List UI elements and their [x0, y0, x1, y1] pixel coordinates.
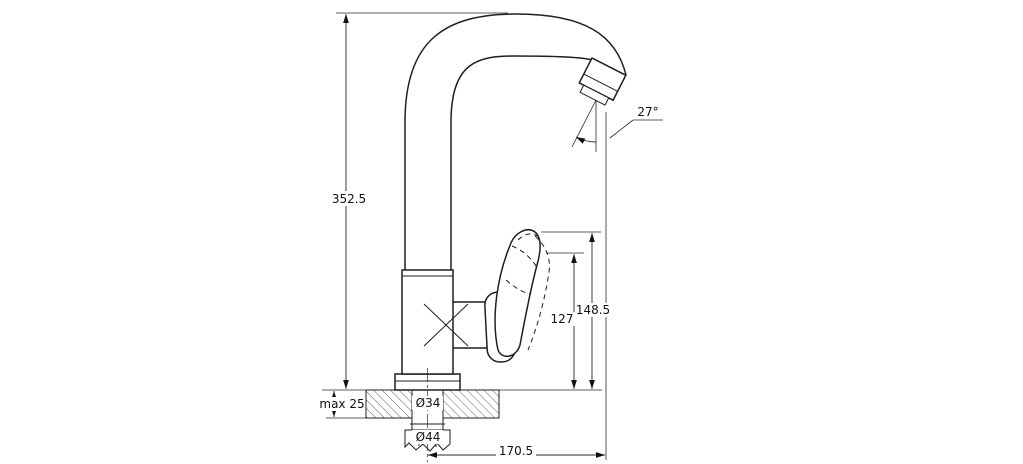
dim-max-thickness-label: max 25 — [319, 397, 365, 411]
handle-lever — [494, 229, 541, 357]
dim-spout-reach-label: 170.5 — [496, 444, 536, 458]
handle-height-value: 148.5 — [576, 303, 610, 317]
spout-reach-value: 170.5 — [499, 444, 533, 458]
spout-angle-value: 27° — [637, 105, 658, 119]
max-thickness-value: max 25 — [319, 397, 364, 411]
spout-tip — [578, 56, 627, 106]
outlet-height-value: 127 — [551, 312, 574, 326]
dim-spout-angle-label: 27° — [637, 105, 658, 119]
overall-height-value: 352.5 — [332, 192, 366, 206]
dim-overall-height-label: 352.5 — [331, 191, 367, 206]
mounting-surface-hatch-left — [365, 389, 412, 419]
dim-shank-diameter-label: Ø34 — [412, 396, 443, 410]
dim-nut-diameter-label: Ø44 — [412, 430, 443, 444]
mounting-surface-hatch-right — [443, 389, 500, 419]
shank-diameter-value: Ø34 — [416, 396, 441, 410]
handle — [484, 229, 550, 363]
dim-spout-angle — [571, 99, 663, 152]
faucet-body — [401, 269, 490, 375]
dim-handle-height-label: 148.5 — [575, 303, 611, 317]
spout-curve — [404, 13, 627, 270]
nut-diameter-value: Ø44 — [416, 430, 441, 444]
dim-outlet-height-label: 127 — [549, 312, 575, 326]
